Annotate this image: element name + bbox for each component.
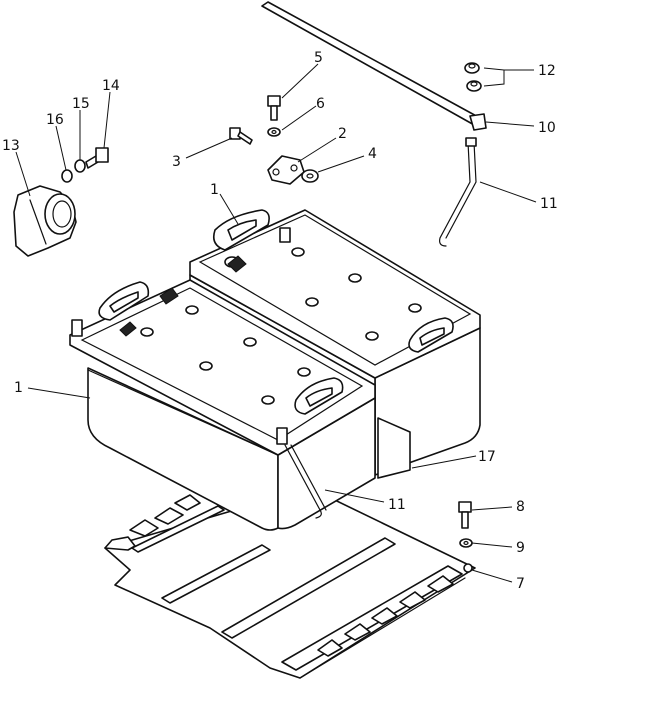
callout-8: 8 xyxy=(516,499,525,515)
hold-down-bar xyxy=(261,1,487,131)
battery-relay xyxy=(13,185,77,257)
bolt-3 xyxy=(229,127,253,145)
callout-3: 3 xyxy=(172,154,181,170)
callout-10: 10 xyxy=(538,120,556,136)
callout-5: 5 xyxy=(314,50,323,66)
callout-1-front: 1 xyxy=(14,380,23,396)
callout-15: 15 xyxy=(72,96,90,112)
callout-4: 4 xyxy=(368,146,377,162)
callout-16: 16 xyxy=(46,112,64,128)
battery-tray-plate xyxy=(104,487,476,679)
front-battery-caps xyxy=(140,305,311,405)
washer-16 xyxy=(61,169,73,183)
washer-15 xyxy=(74,159,86,173)
battery-front xyxy=(69,255,376,531)
j-bolt-front xyxy=(284,444,327,519)
washer-6 xyxy=(267,127,281,137)
callout-17: 17 xyxy=(478,449,496,465)
nut-4 xyxy=(301,169,319,183)
callout-1-rear: 1 xyxy=(210,182,219,198)
washer-9 xyxy=(459,538,473,548)
bolt-8 xyxy=(458,501,472,529)
bolt-5 xyxy=(267,95,281,121)
callout-7: 7 xyxy=(516,576,525,592)
nut-pair xyxy=(464,62,482,92)
bolt-14 xyxy=(85,147,109,169)
terminal-clamp-2 xyxy=(267,155,305,185)
callout-11-front: 11 xyxy=(388,497,406,513)
callout-6: 6 xyxy=(316,96,325,112)
callout-2: 2 xyxy=(338,126,347,142)
callout-14: 14 xyxy=(102,78,120,94)
callout-12: 12 xyxy=(538,63,556,79)
callout-9: 9 xyxy=(516,540,525,556)
spacer-plate xyxy=(377,417,411,479)
j-bolt-rear xyxy=(439,137,477,247)
callout-13: 13 xyxy=(2,138,20,154)
callout-11-rear: 11 xyxy=(540,196,558,212)
leader-lines xyxy=(15,63,537,583)
